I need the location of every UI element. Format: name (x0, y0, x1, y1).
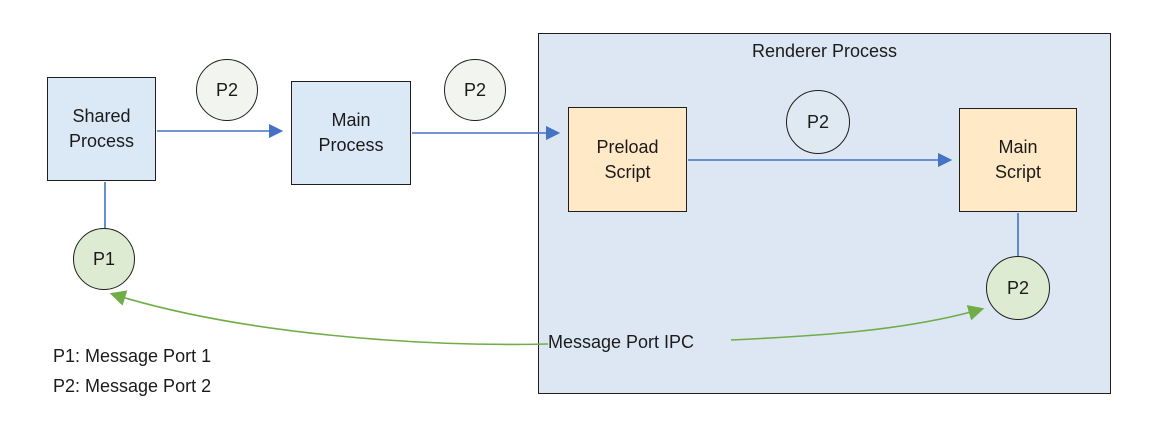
port-p1-below-shared: P1 (73, 228, 135, 290)
main-process-box: Main Process (291, 81, 411, 185)
port-p2-shared-to-main: P2 (196, 59, 258, 121)
port-p2-label: P2 (463, 79, 487, 100)
port-p2-label: P2 (1006, 277, 1030, 298)
port-p2-below-main-script: P2 (986, 256, 1050, 320)
renderer-process-title: Renderer Process (751, 41, 898, 61)
shared-process-label: Shared Process (68, 106, 135, 151)
main-process-label: Main Process (318, 110, 384, 155)
main-script-box: Main Script (959, 108, 1077, 212)
green-arrow-ipc-to-p1 (109, 290, 549, 346)
legend-line-p1: P1: Message Port 1 (53, 346, 212, 366)
port-p2-label: P2 (215, 79, 239, 100)
port-p2-main-to-preload: P2 (444, 59, 506, 121)
port-p2-preload-to-main-script: P2 (786, 90, 850, 154)
message-port-ipc-label: Message Port IPC (548, 332, 695, 352)
preload-script-label: Preload Script (596, 136, 659, 182)
main-script-label: Main Script (994, 137, 1041, 182)
legend: P1: Message Port 1 P2: Message Port 2 (53, 341, 211, 401)
preload-script-box: Preload Script (568, 107, 687, 212)
port-p2-label: P2 (806, 111, 830, 132)
shared-process-box: Shared Process (47, 77, 156, 181)
port-p1-label: P1 (92, 248, 116, 269)
green-arrow-ipc-to-p2 (730, 305, 985, 341)
legend-line-p2: P2: Message Port 2 (53, 376, 212, 396)
